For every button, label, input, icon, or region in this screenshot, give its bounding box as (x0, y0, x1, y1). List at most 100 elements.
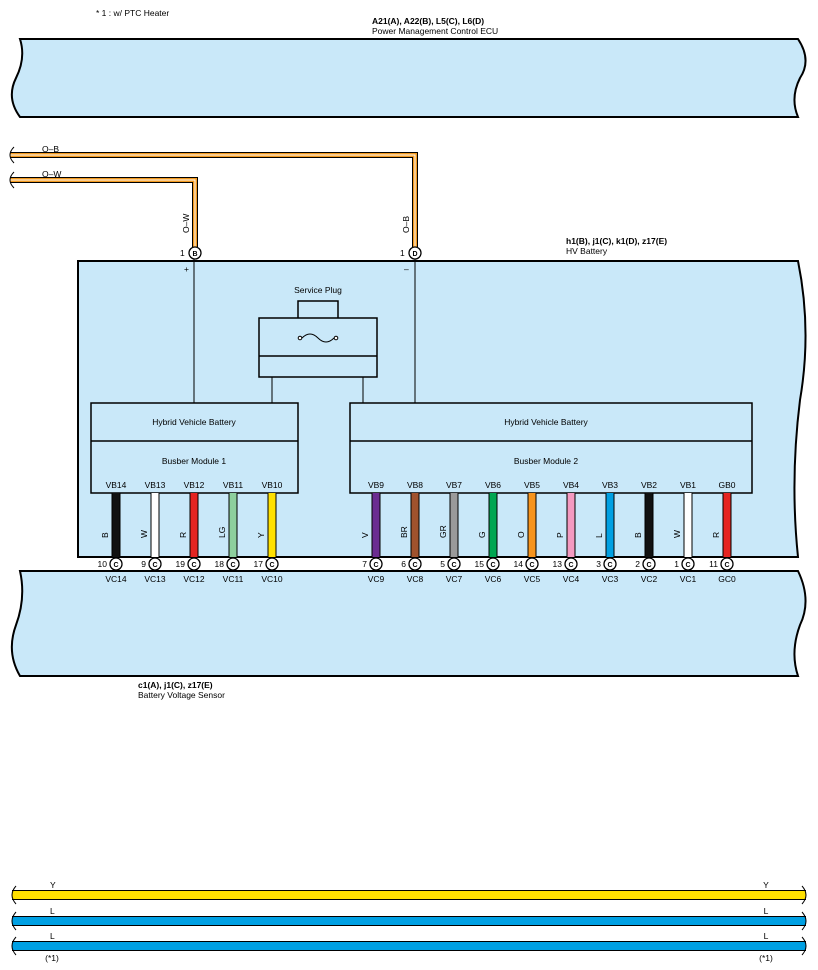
pin-number: 10 (98, 559, 108, 569)
wire-label-left: L (50, 906, 55, 916)
connector-letter: C (113, 562, 118, 569)
wire-label-right: L (764, 931, 769, 941)
sensor-pin-label: VC12 (183, 574, 205, 584)
sensor-pin-label: VC3 (602, 574, 619, 584)
wire-color-code: BR (399, 526, 409, 538)
ecu-name: Power Management Control ECU (372, 26, 498, 36)
wire-break-mark (801, 885, 807, 905)
sensor-pin-label: VC8 (407, 574, 424, 584)
wire-vert-label-o-b: O–B (401, 216, 411, 233)
wire-label-right: Y (763, 880, 769, 890)
connector-letter: C (451, 562, 456, 569)
wire-color-code: P (555, 532, 565, 538)
connector-letter: C (724, 562, 729, 569)
connector-pin (265, 557, 279, 571)
module-pin-label: VB5 (524, 480, 540, 490)
pin-number: 13 (553, 559, 563, 569)
module-2-subtitle: Busber Module 2 (514, 456, 579, 466)
pin-number: 15 (475, 559, 485, 569)
svg-text:1: 1 (180, 248, 185, 258)
sensor-pin-label: VC14 (105, 574, 127, 584)
connector-letter: C (685, 562, 690, 569)
polarity-plus: + (184, 264, 189, 274)
wire-color-code: W (672, 530, 682, 538)
connector-pin (564, 557, 578, 571)
sensor-pin-label: VC2 (641, 574, 658, 584)
wire-color-code: B (633, 532, 643, 538)
connector-letter: C (373, 562, 378, 569)
polarity-minus: – (404, 264, 409, 274)
sensor-pin-label: VC6 (485, 574, 502, 584)
pin-number: 7 (362, 559, 367, 569)
connector-pin (109, 557, 123, 571)
wire-label-o-b: O–B (42, 144, 59, 154)
wire-break-mark (11, 911, 17, 931)
pin-number: 9 (141, 559, 146, 569)
wire-color-code: G (477, 531, 487, 538)
pin-number: 6 (401, 559, 406, 569)
wire-break-mark (11, 885, 17, 905)
module-pin-label: VB8 (407, 480, 423, 490)
module-pin-label: VB6 (485, 480, 501, 490)
wire-break-mark (801, 911, 807, 931)
sensor-pin-label: VC11 (223, 574, 244, 584)
wire-color-code: GR (438, 525, 448, 538)
pin-number: 18 (215, 559, 225, 569)
connector-pin (642, 557, 656, 571)
wire-color-code: O (516, 531, 526, 538)
connector-pin (408, 557, 422, 571)
connector-pin (369, 557, 383, 571)
connector-pin (187, 557, 201, 571)
sensor-pin-label: VC9 (368, 574, 385, 584)
module-pin-label: VB11 (223, 480, 243, 490)
wire-color-code: R (178, 532, 188, 538)
sensor-pin-label: VC10 (261, 574, 283, 584)
pin-number: 11 (709, 559, 718, 569)
connector-letter: C (568, 562, 573, 569)
sensor-pin-label: VC5 (524, 574, 541, 584)
top-wire-o-b (10, 152, 418, 247)
top-wire-o-w (10, 177, 198, 247)
svg-text:B: B (192, 251, 197, 258)
module-2-title: Hybrid Vehicle Battery (504, 417, 588, 427)
connector-letter: C (152, 562, 157, 569)
busbar-module-2 (349, 402, 753, 494)
connector-pin (603, 557, 617, 571)
sensor-pin-label: GC0 (718, 574, 736, 584)
pin-number: 19 (176, 559, 186, 569)
connector-pin (486, 557, 500, 571)
pin-number: 5 (440, 559, 445, 569)
wire-break-mark (11, 936, 17, 956)
sensor-pin-label: VC7 (446, 574, 463, 584)
connector-pin (226, 557, 240, 571)
svg-text:1: 1 (400, 248, 405, 258)
sensor-name: Battery Voltage Sensor (138, 690, 225, 700)
sensor-codes: c1(A), j1(C), z17(E) (138, 680, 213, 690)
module-pin-label: VB10 (262, 480, 283, 490)
connector-pin (525, 557, 539, 571)
module-pin-label: VB1 (680, 480, 696, 490)
service-plug-label: Service Plug (294, 285, 342, 295)
service-plug-icon (258, 300, 378, 378)
sensor-pin-label: VC4 (563, 574, 580, 584)
wire-note-left: (*1) (45, 953, 59, 963)
voltage-sensor-box (10, 570, 807, 677)
wire-color-code: R (711, 532, 721, 538)
pin-number: 1 (674, 559, 679, 569)
wire-label-o-w: O–W (42, 169, 61, 179)
